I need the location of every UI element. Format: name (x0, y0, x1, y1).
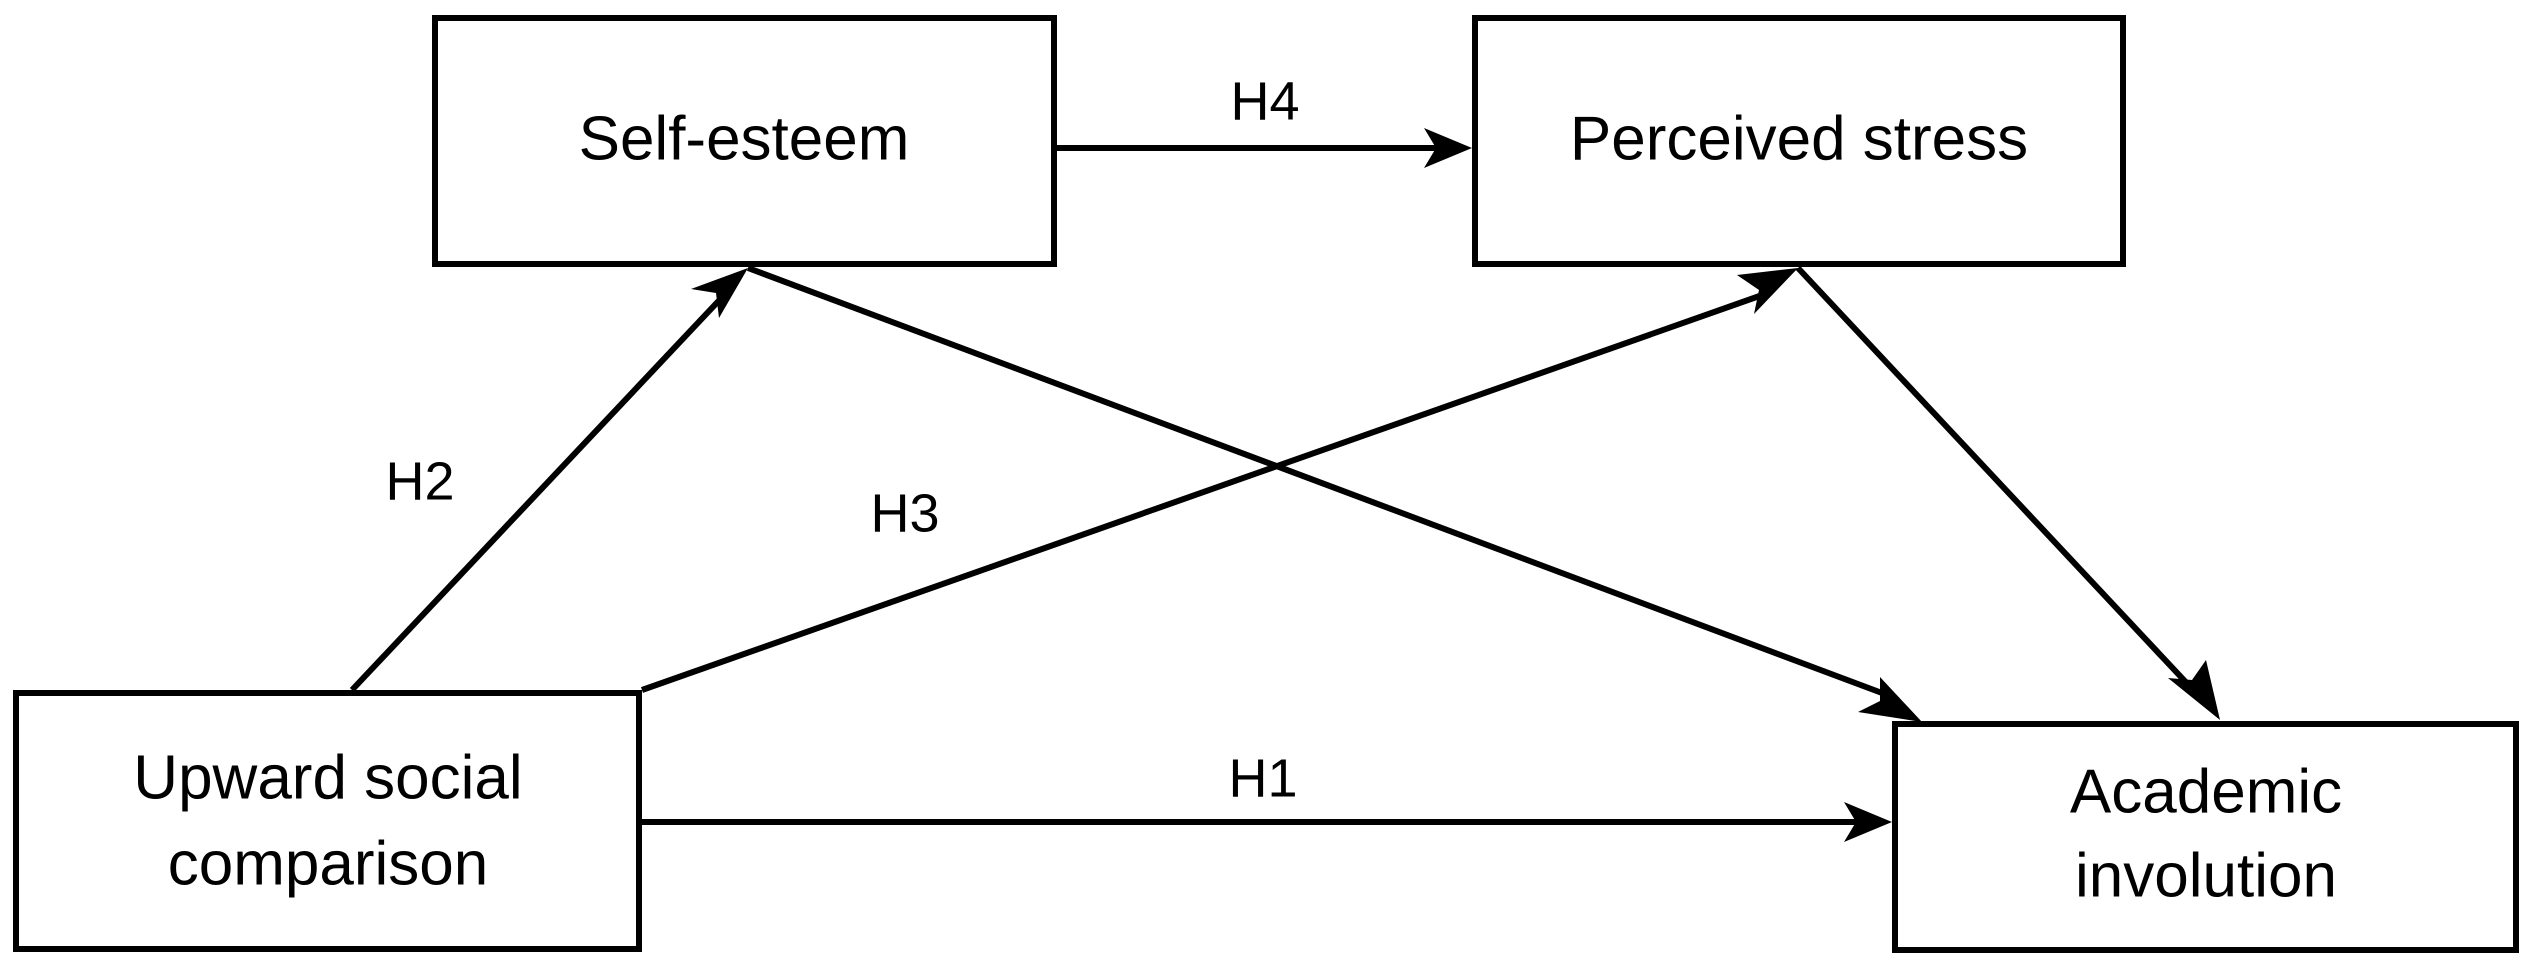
node-self-esteem-label: Self-esteem (579, 104, 910, 173)
node-self-esteem[interactable]: Self-esteem (432, 15, 1057, 267)
node-upward-social-comparison-label-line2: comparison (168, 829, 488, 898)
edge-h1-arrowhead (1844, 802, 1892, 842)
node-academic-involution[interactable]: Academic involution (1892, 721, 2519, 953)
edge-h2-arrowhead (691, 268, 748, 318)
node-upward-social-comparison-label-line1: Upward social (133, 743, 522, 812)
node-academic-involution-label-line2: involution (2075, 841, 2337, 910)
edge-h4-arrowhead (1424, 128, 1472, 168)
edge-se-ai-line (746, 265, 1892, 699)
node-perceived-stress-box[interactable] (1472, 15, 2126, 267)
edge-h4 (1057, 128, 1472, 168)
edge-perceived-stress-to-academic-involution (1795, 265, 2220, 720)
edge-h2-line (349, 289, 730, 693)
edge-se-ai-arrowhead (1858, 677, 1922, 722)
edge-ps-ai-arrowhead (2168, 660, 2220, 720)
node-perceived-stress-label: Perceived stress (1570, 104, 2028, 173)
edge-ps-ai-line (1795, 265, 2199, 696)
edge-h2 (349, 268, 748, 693)
node-self-esteem-box[interactable] (432, 15, 1057, 267)
edge-label-h1: H1 (1228, 748, 1297, 808)
edge-self-esteem-to-academic-involution (746, 265, 1922, 722)
node-academic-involution-box[interactable] (1892, 721, 2519, 953)
node-perceived-stress[interactable]: Perceived stress (1472, 15, 2126, 267)
edge-label-h2: H2 (385, 451, 454, 511)
edge-h3-line (641, 290, 1769, 693)
edge-h3 (641, 268, 1798, 693)
node-academic-involution-label-line1: Academic (2070, 757, 2342, 826)
edge-label-h4: H4 (1230, 71, 1299, 131)
edge-h3-arrowhead (1737, 268, 1798, 314)
node-upward-social-comparison-box[interactable] (13, 690, 642, 952)
edge-h1 (642, 802, 1892, 842)
edge-label-h3: H3 (870, 483, 939, 543)
node-upward-social-comparison[interactable]: Upward social comparison (13, 690, 642, 952)
